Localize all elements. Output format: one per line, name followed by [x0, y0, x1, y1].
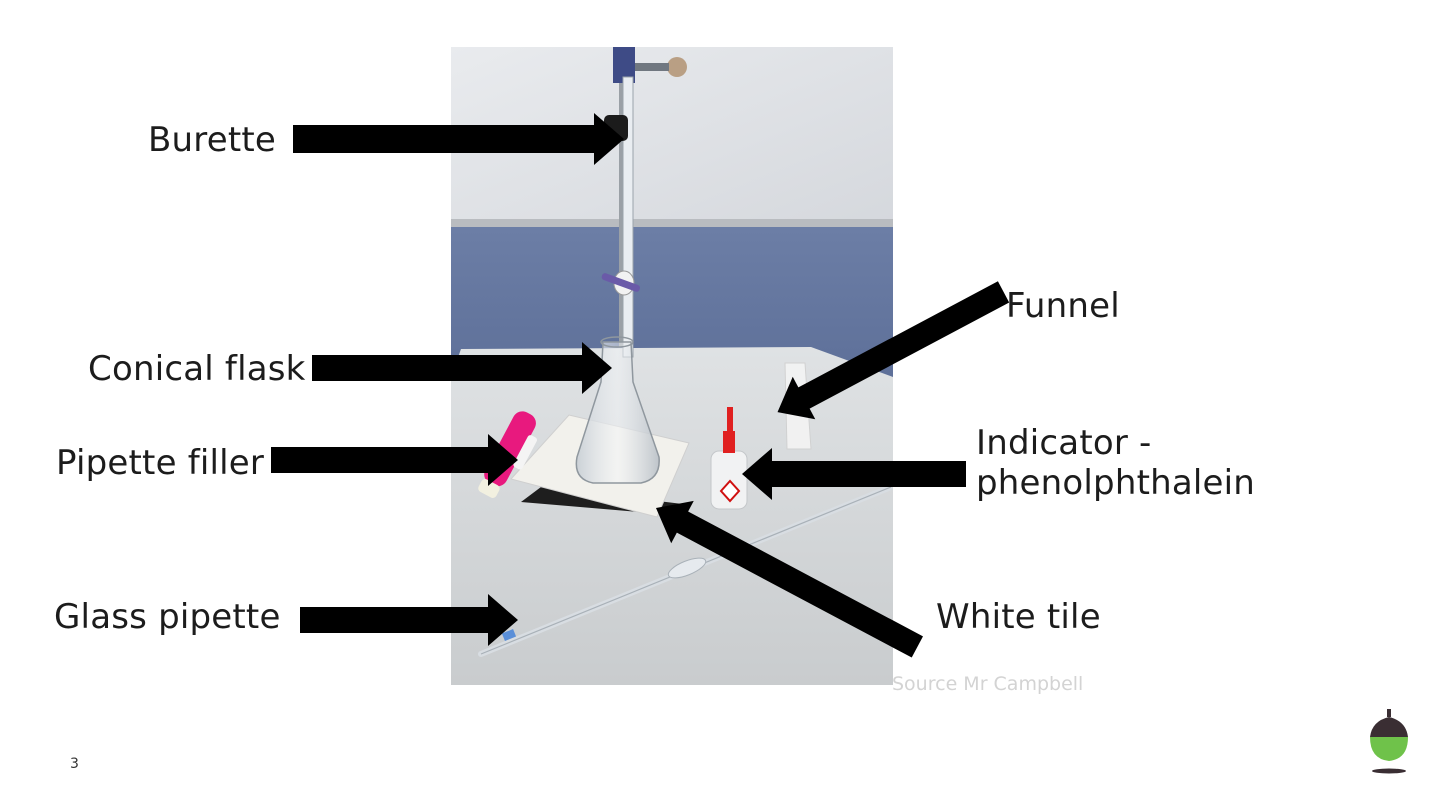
source-credit: Source Mr Campbell — [892, 673, 1084, 695]
label-conical-flask: Conical flask — [88, 349, 306, 389]
label-glass-pipette: Glass pipette — [54, 597, 281, 637]
arrow-burette — [293, 113, 624, 165]
arrow-pipette-filler — [271, 434, 518, 486]
label-white-tile: White tile — [936, 597, 1101, 637]
arrow-conical-flask — [312, 342, 612, 394]
slide-number: 3 — [70, 756, 79, 772]
acorn-logo-icon — [1370, 709, 1408, 774]
label-indicator: Indicator - phenolphthalein — [976, 423, 1256, 503]
arrow-indicator — [742, 448, 966, 500]
arrow-glass-pipette — [300, 594, 518, 646]
arrow-funnel — [777, 281, 1010, 420]
label-pipette-filler: Pipette filler — [56, 443, 265, 483]
label-funnel: Funnel — [1006, 286, 1120, 326]
label-burette: Burette — [148, 120, 277, 160]
arrow-white-tile — [656, 500, 923, 658]
